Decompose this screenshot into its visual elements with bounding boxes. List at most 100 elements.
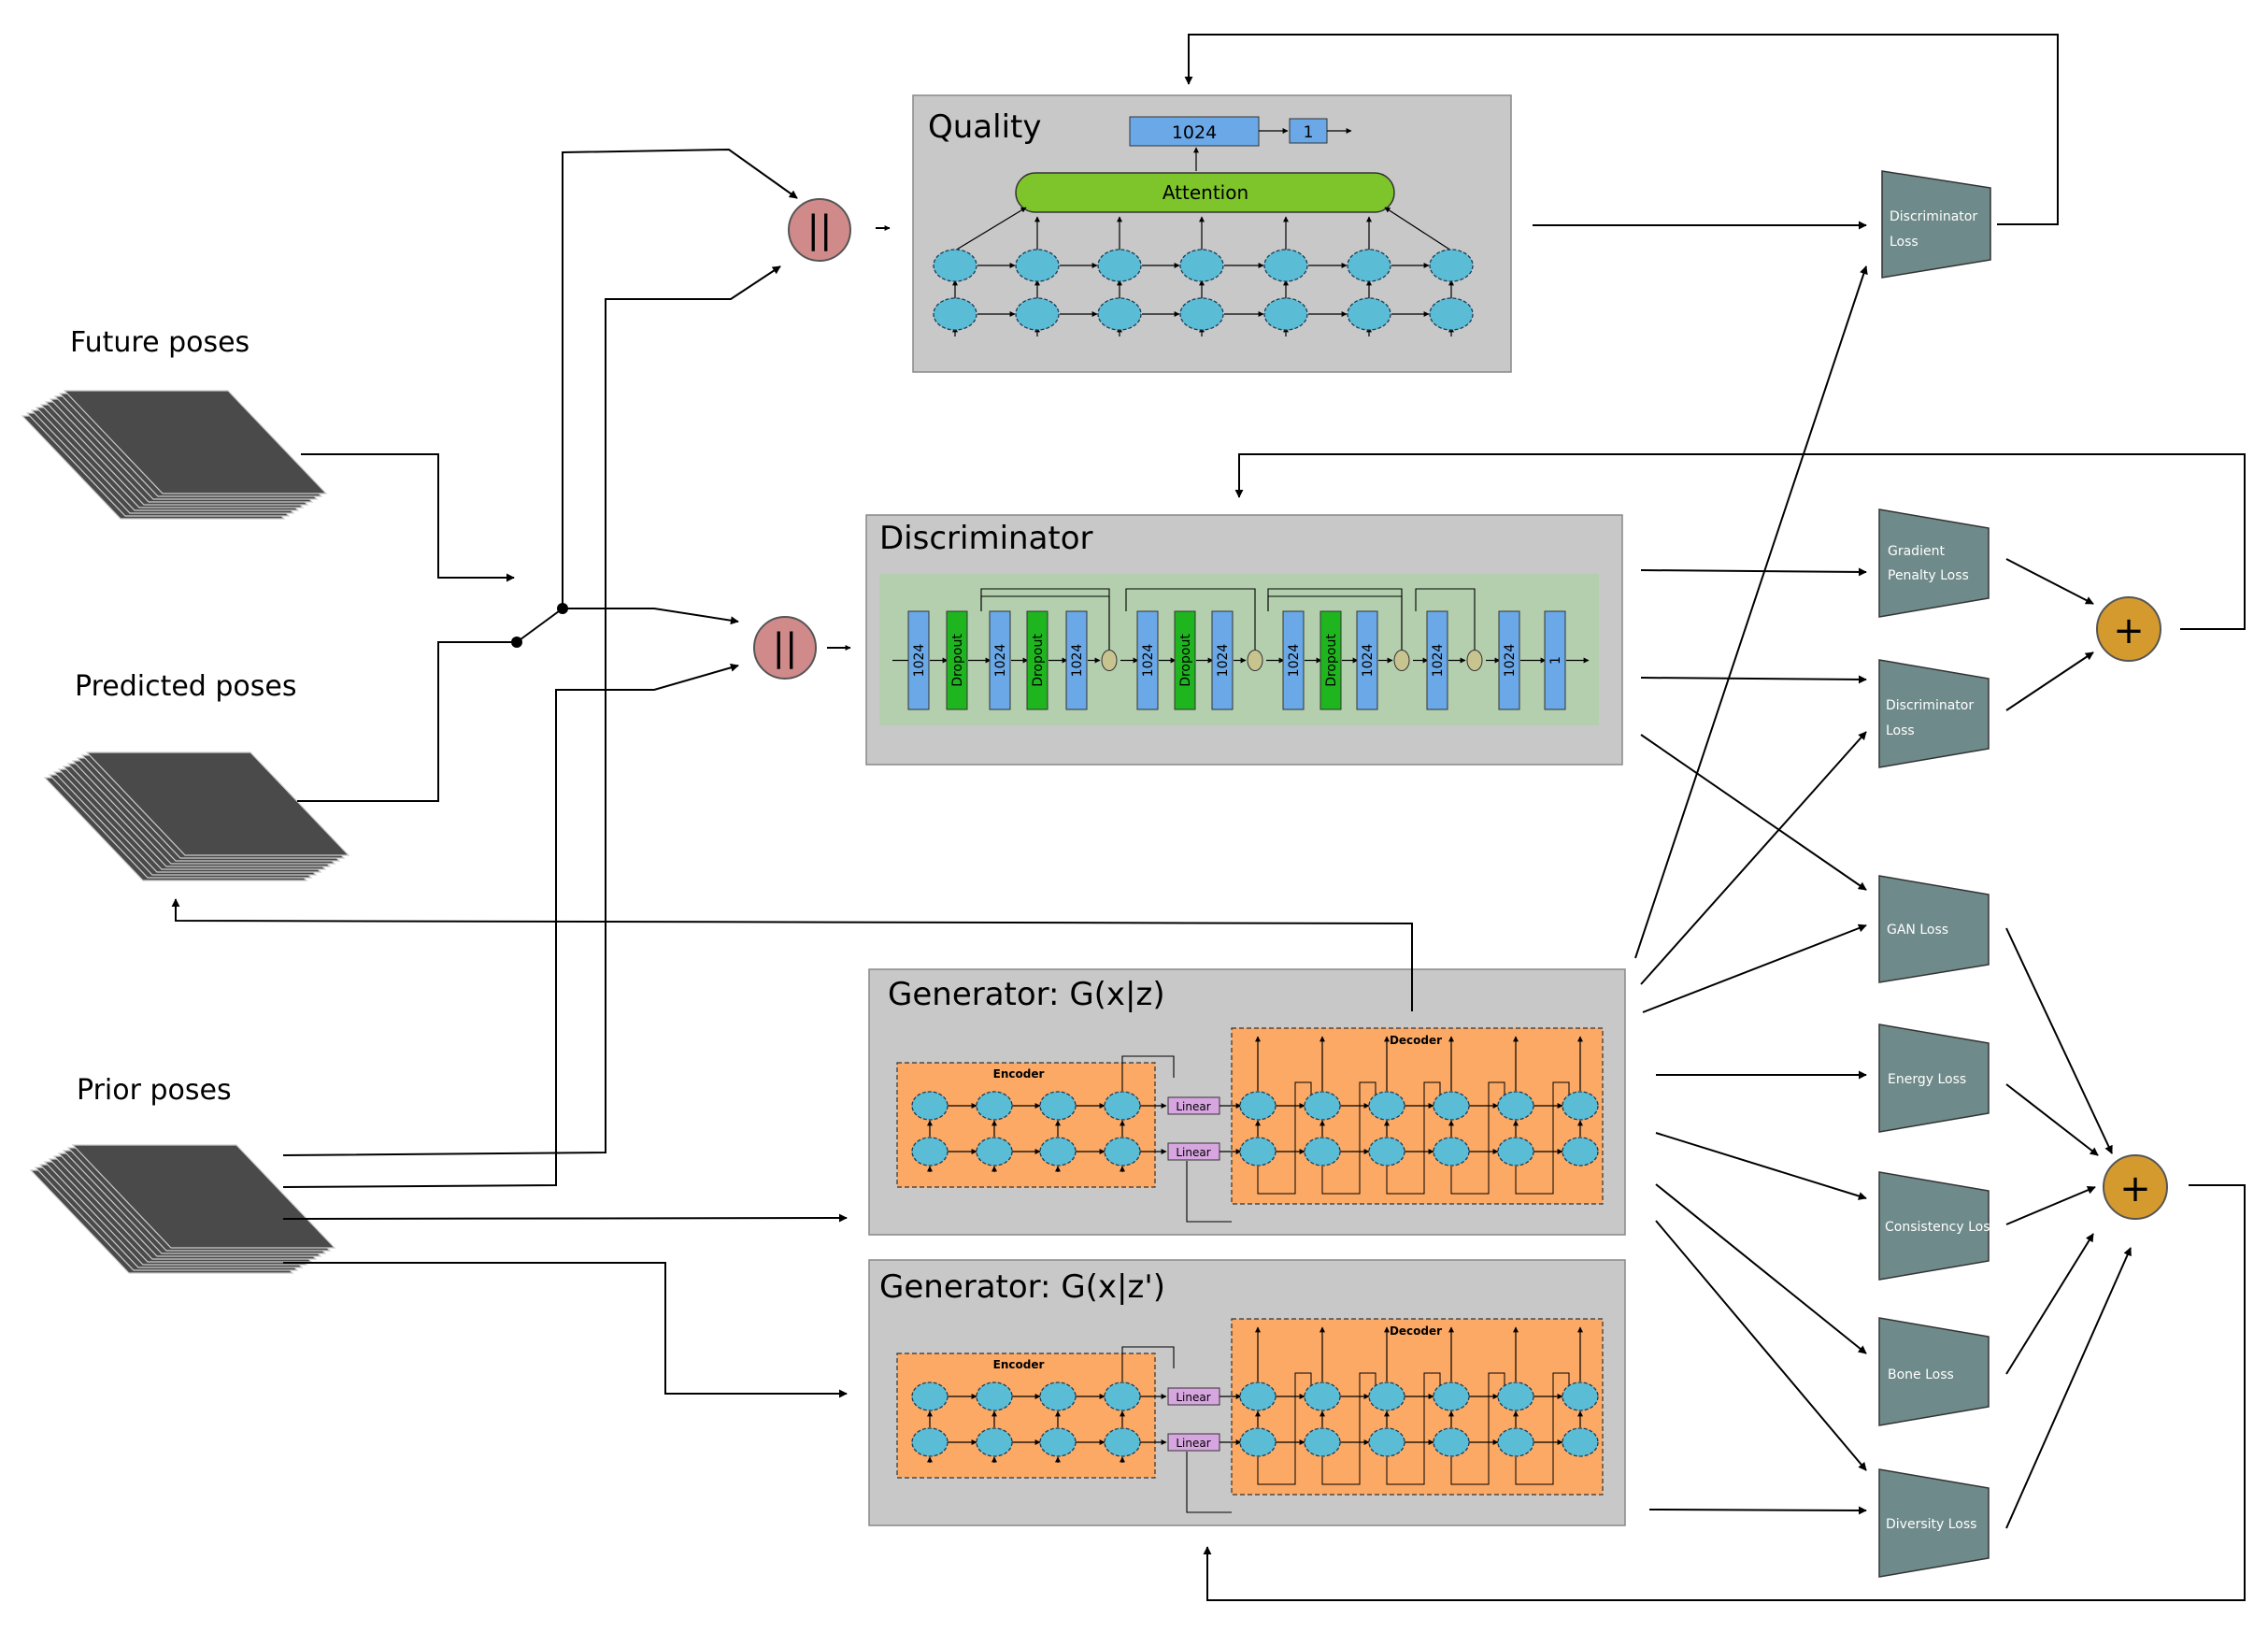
- gradient-penalty-loss: Gradient Penalty Loss: [1878, 508, 1990, 618]
- lstm-node: [911, 1381, 949, 1411]
- layer-label: 1024: [993, 644, 1008, 678]
- lstm-node: [1039, 1091, 1077, 1121]
- lstm-node: [1562, 1427, 1599, 1457]
- dense-layer: [1282, 610, 1305, 710]
- svg-text:Energy Loss: Energy Loss: [1888, 1072, 1966, 1087]
- dense-layer: [1136, 610, 1159, 710]
- skip-connection: [1121, 1346, 1175, 1381]
- lstm-node: [1368, 1427, 1405, 1457]
- input-connectors: [282, 148, 891, 1398]
- lstm-node: [1179, 297, 1224, 331]
- layer-label: Dropout: [1324, 634, 1339, 687]
- connector-line: [954, 207, 1027, 251]
- dense-layer: [989, 610, 1011, 710]
- lstm-node: [1104, 1137, 1141, 1167]
- feedback-connection: [1257, 1081, 1312, 1195]
- dense-layer: [1426, 610, 1448, 710]
- layer-label: Dropout: [1031, 634, 1046, 687]
- lstm-node: [1239, 1091, 1277, 1121]
- layer-label: 1024: [1431, 644, 1446, 678]
- quality-panel: Quality 1024 1 Attention: [912, 94, 1512, 373]
- svg-text:Discriminator: Discriminator: [1886, 698, 1974, 713]
- loss-connectors: [171, 34, 2246, 1601]
- lstm-node: [1104, 1381, 1141, 1411]
- layer-label: 1024: [1141, 644, 1156, 678]
- layer-label: Dropout: [1178, 634, 1193, 687]
- quality-out-1024: 1024: [1172, 122, 1217, 143]
- generator-panel-1: Generator: G(x|z) EncoderDecoderLinearLi…: [868, 968, 1626, 1236]
- lstm-node: [1433, 1091, 1470, 1121]
- feedback-connection: [1321, 1372, 1376, 1485]
- svg-text:Loss: Loss: [1886, 723, 1915, 738]
- lstm-node: [1433, 1137, 1470, 1167]
- lstm-node: [1429, 249, 1474, 282]
- layer-label: 1024: [1361, 644, 1376, 678]
- predicted-poses-stack: [43, 752, 350, 881]
- dropout-layer: [946, 610, 968, 710]
- feedback-connection: [1257, 1372, 1312, 1485]
- svg-text:Consistency Loss: Consistency Loss: [1885, 1220, 1997, 1235]
- skip-connection: [1125, 588, 1256, 653]
- predicted-poses-label: Predicted poses: [75, 670, 296, 703]
- generator2-title: Generator: G(x|z'): [879, 1268, 1165, 1306]
- svg-text:+: +: [2113, 609, 2145, 652]
- skip-connection: [1186, 1452, 1232, 1513]
- dropout-layer: [1026, 610, 1048, 710]
- lstm-node: [1263, 249, 1308, 282]
- prior-poses-label: Prior poses: [77, 1074, 232, 1107]
- layer-label: Dropout: [950, 634, 965, 687]
- skip-connection: [1186, 1161, 1232, 1223]
- lstm-node: [1304, 1427, 1341, 1457]
- generator1-title: Generator: G(x|z): [888, 976, 1165, 1013]
- lstm-node: [911, 1091, 949, 1121]
- sum-generator: +: [2103, 1154, 2168, 1220]
- lstm-node: [1497, 1427, 1534, 1457]
- linear-label: Linear: [1176, 1100, 1210, 1113]
- lstm-node: [1347, 249, 1391, 282]
- consistency-loss: Consistency Loss: [1878, 1171, 1997, 1281]
- discriminator-layers: 1024 Dropout 1024 Dropout 1024 1024 Dropout 102…: [892, 588, 1590, 710]
- encoder-box: [896, 1062, 1156, 1188]
- feedback-connection: [1515, 1372, 1570, 1485]
- svg-text:GAN Loss: GAN Loss: [1887, 923, 1948, 938]
- lstm-node: [1015, 249, 1060, 282]
- dense-layer: [1498, 610, 1520, 710]
- pose-frame: [63, 390, 328, 494]
- lstm-node: [1239, 1137, 1277, 1167]
- quality-title: Quality: [928, 108, 1042, 146]
- discriminator-title: Discriminator: [879, 520, 1093, 557]
- lstm-node: [1304, 1137, 1341, 1167]
- lstm-node: [976, 1427, 1013, 1457]
- layer-label: 1: [1548, 656, 1563, 665]
- svg-text:||: ||: [773, 626, 798, 669]
- lstm-node: [976, 1091, 1013, 1121]
- svg-text:Penalty Loss: Penalty Loss: [1888, 568, 1969, 583]
- svg-text:Bone Loss: Bone Loss: [1888, 1367, 1954, 1382]
- quality-lstm-grid: [933, 207, 1474, 336]
- feedback-connection: [1450, 1372, 1505, 1485]
- layer-label: 1024: [1287, 644, 1302, 678]
- lstm-node: [1179, 249, 1224, 282]
- skip-connection: [1267, 595, 1403, 653]
- svg-text:Loss: Loss: [1890, 235, 1919, 250]
- lstm-node: [911, 1137, 949, 1167]
- lstm-node: [1104, 1091, 1141, 1121]
- add-node: [1101, 650, 1118, 671]
- pose-frame: [71, 1144, 336, 1249]
- lstm-node: [1562, 1381, 1599, 1411]
- lstm-node: [1097, 297, 1142, 331]
- lstm-node: [1368, 1137, 1405, 1167]
- dense-layer: [1544, 610, 1566, 710]
- lstm-node: [1347, 297, 1391, 331]
- concat-discriminator: ||: [753, 616, 817, 680]
- lstm-node: [1015, 297, 1060, 331]
- lstm-node: [1562, 1137, 1599, 1167]
- lstm-node: [1429, 297, 1474, 331]
- loss-blocks: Discriminator Loss Gradient Penalty Loss…: [1878, 170, 1997, 1578]
- layer-label: 1024: [1216, 644, 1231, 678]
- svg-text:Discriminator: Discriminator: [1890, 209, 1977, 224]
